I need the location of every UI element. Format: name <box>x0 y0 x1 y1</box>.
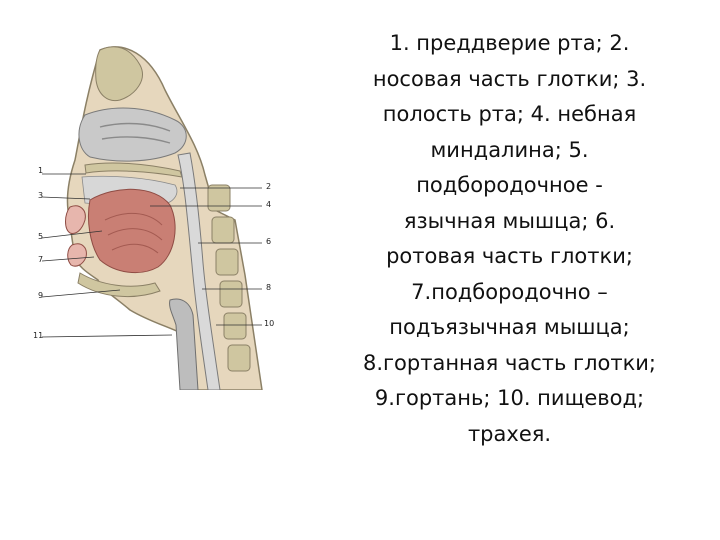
nasal-conchae <box>99 122 171 144</box>
callout-11: 11 <box>33 331 44 340</box>
callout-7: 7 <box>38 255 44 264</box>
tongue-fibers <box>104 212 163 254</box>
legend-line: подъязычная мышца; <box>389 315 630 339</box>
legend-line: подбородочное - <box>416 173 603 197</box>
anatomy-illustration: 1 3 5 7 9 11 2 4 6 8 10 <box>30 35 330 390</box>
right-callout-lines <box>150 187 262 326</box>
legend-line: полость рта; 4. небная <box>382 102 637 126</box>
legend-line: 9.гортань; 10. пищевод; <box>374 386 645 410</box>
callout-1: 1 <box>38 166 44 175</box>
legend-line: носовая часть глотки; 3. <box>372 66 647 91</box>
legend-line: миндалина; 5. <box>430 137 589 162</box>
callout-3: 3 <box>38 191 44 200</box>
legend-line: 8.гортанная часть глотки; <box>362 350 657 375</box>
vertebral-column <box>207 184 251 372</box>
callout-10: 10 <box>264 319 275 328</box>
callout-8: 8 <box>266 283 272 292</box>
legend-line: трахея. <box>467 421 552 446</box>
pharynx <box>177 152 221 390</box>
frontal-bone <box>95 46 143 102</box>
lips <box>65 205 86 234</box>
legend-text: 1. преддверие рта; 2. носовая часть глот… <box>322 26 697 452</box>
lower-lip <box>67 243 87 267</box>
larynx <box>169 298 199 390</box>
legend-line: язычная мышца; 6. <box>403 208 616 233</box>
callout-2: 2 <box>266 182 272 191</box>
left-callout-lines <box>41 173 173 338</box>
legend-line: ротовая часть глотки; <box>386 244 633 268</box>
legend-line: 1. преддверие рта; 2. <box>389 31 630 55</box>
callout-4: 4 <box>266 200 272 209</box>
mandible <box>77 272 161 298</box>
callout-5: 5 <box>38 232 44 241</box>
callout-9: 9 <box>38 291 44 300</box>
callout-6: 6 <box>266 237 272 246</box>
legend-line: 7.подбородочно – <box>411 279 608 304</box>
tongue <box>87 188 176 274</box>
nasal-cavity <box>78 107 187 162</box>
sagittal-head-neck-drawing <box>41 46 263 390</box>
